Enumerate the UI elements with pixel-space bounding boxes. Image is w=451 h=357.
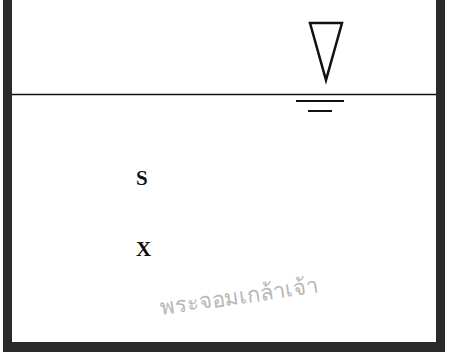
point-label: S bbox=[136, 166, 148, 191]
water-surface bbox=[12, 94, 436, 96]
watermark: พระจอมเกล้าเจ้า bbox=[158, 268, 320, 325]
tank-left-wall bbox=[3, 0, 12, 352]
surface-mark-line bbox=[296, 100, 344, 102]
tank-bottom bbox=[3, 342, 445, 352]
tank-right-wall bbox=[436, 0, 445, 352]
surface-mark-line bbox=[308, 110, 332, 112]
point-label: X bbox=[136, 237, 151, 262]
free-surface-symbol bbox=[310, 23, 342, 80]
